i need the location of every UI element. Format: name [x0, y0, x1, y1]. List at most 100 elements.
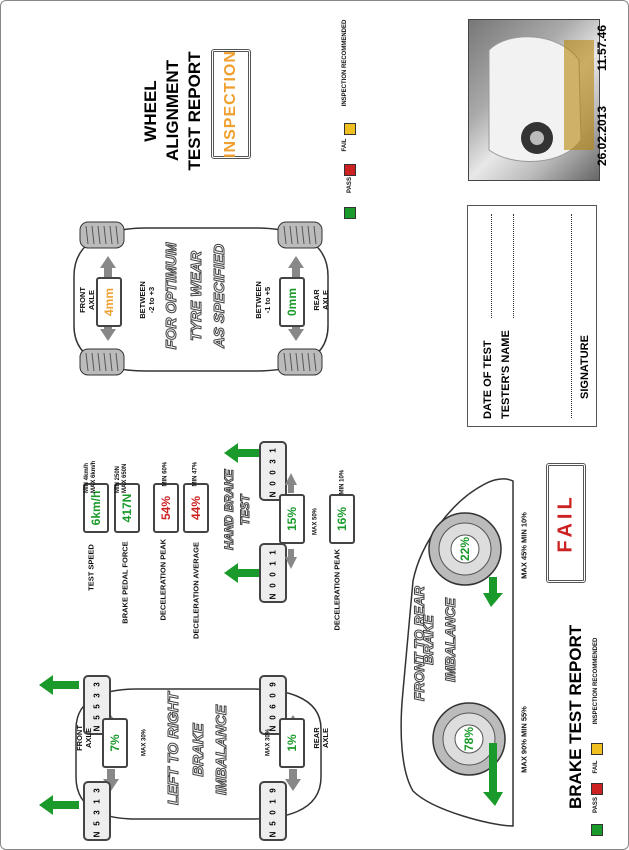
hand-value: 15%	[285, 506, 299, 532]
photo-date: 26.02.2013	[595, 105, 609, 167]
lr-title2: BRAKE	[190, 723, 208, 777]
hand-max: MAX 50%	[312, 508, 319, 536]
test-speed-label: TEST SPEED	[86, 544, 96, 591]
lr-rear-axle-label: REAR AXLE	[312, 727, 330, 749]
pedal-force-value: 417N	[120, 493, 134, 523]
counter-digit: 0	[268, 470, 278, 475]
alignment-title-line1: WHEEL	[141, 80, 160, 142]
counter-digit: 3	[92, 810, 102, 815]
tyre-front-right	[79, 348, 125, 376]
testers-name-label: TESTER'S NAME	[500, 330, 512, 419]
alignment-car-diagram	[73, 221, 329, 376]
counter-digit: 5	[92, 715, 102, 720]
decel-peak-box: 54%	[153, 483, 179, 533]
lr-arrow-fr	[39, 795, 79, 815]
decel-peak-label: DECELERATION PEAK	[158, 538, 168, 621]
fr-front-arrow	[483, 577, 503, 607]
brake-title: BRAKE TEST REPORT	[566, 624, 585, 809]
hand-value-box: 15%	[279, 494, 305, 544]
fr-front-value: 22%	[458, 536, 472, 562]
counter-digit: 5	[268, 821, 278, 826]
tyre-front-left	[79, 221, 125, 249]
test-speed-box: 6km/h	[83, 483, 109, 533]
rear-toe-box: 0mm	[279, 277, 305, 327]
hand-brake-title2: TEST	[238, 494, 253, 526]
legend-fail-swatch	[344, 164, 356, 176]
fr-title2: BRAKE	[420, 615, 437, 666]
decel-avg-value: 44%	[189, 495, 203, 521]
lr-title1: LEFT TO RIGHT	[165, 691, 183, 805]
fr-rear-value: 78%	[462, 726, 476, 752]
fr-rear-arrow	[483, 743, 503, 806]
tyre-rear-left	[277, 221, 323, 249]
counter-digit: 0	[268, 693, 278, 698]
fr-front-limits: MAX 45% MIN 10%	[519, 512, 529, 579]
fr-rear-wheel	[432, 702, 506, 776]
legend-pass-swatch	[344, 207, 356, 219]
counter-digit: 0	[268, 715, 278, 720]
counter-digit: N	[268, 593, 278, 600]
signature-field[interactable]	[571, 214, 573, 418]
test-speed-limits: MIN 4km/h MAX 6km/h	[84, 460, 97, 493]
decel-peak-limit: MIN 60%	[162, 461, 169, 487]
lr-front-axle-label: FRONT AXLE	[75, 725, 93, 751]
hand-arrow-top	[224, 443, 274, 463]
decel-avg-box: 44%	[183, 483, 209, 533]
brake-legend-inspection-label: INSPECTION RECOMMENDED	[593, 637, 599, 725]
lr-rear-box: 1%	[279, 718, 305, 768]
testers-name-field[interactable]	[513, 214, 515, 318]
date-of-test-field[interactable]	[491, 214, 493, 318]
counter-digit: 6	[268, 704, 278, 709]
slogan-line1: FOR OPTIMUM	[163, 242, 181, 350]
counter-digit: N	[92, 831, 102, 838]
counter-digit: 1	[268, 561, 278, 566]
counter-digit: N	[268, 831, 278, 838]
date-of-test-label: DATE OF TEST	[482, 340, 494, 419]
signature-form	[467, 205, 597, 427]
slogan-line3: AS SPECIFIED	[211, 243, 229, 349]
rear-toe-range: BETWEEN -1 to +5	[254, 281, 272, 319]
lr-rear-value: 1%	[285, 734, 299, 752]
lr-title3: IMBALANCE	[213, 705, 231, 796]
counter-digit: 3	[92, 693, 102, 698]
counter-digit: 3	[92, 788, 102, 793]
brake-result-box: FAIL	[546, 463, 586, 583]
tyre-rear-right	[277, 348, 323, 376]
legend-inspection-label: INSPECTION RECOMMENDED	[342, 19, 348, 107]
brake-legend-fail-swatch	[591, 783, 603, 795]
alignment-result-text: INSPECTION	[222, 50, 239, 158]
rear-axle-label: REAR AXLE	[312, 289, 330, 311]
lr-front-max: MAX 30%	[141, 729, 148, 757]
fr-front-wheel	[428, 512, 502, 586]
brake-legend-inspection-swatch	[591, 743, 603, 755]
vehicle-photo	[468, 19, 600, 181]
alignment-title-line3: TEST REPORT	[185, 51, 204, 171]
lr-rear-max: MAX 30%	[265, 729, 272, 757]
lr-front-box: 7%	[102, 718, 128, 768]
counter-digit: 3	[268, 459, 278, 464]
legend-inspection-swatch	[344, 123, 356, 135]
counter-digit: 0	[268, 810, 278, 815]
decel-peak-value: 54%	[159, 495, 173, 521]
counter-digit: 5	[92, 704, 102, 709]
counter-digit: 0	[268, 572, 278, 577]
counter-digit: 9	[268, 682, 278, 687]
front-toe-value: 4mm	[102, 287, 116, 317]
lr-front-value: 7%	[108, 734, 122, 752]
counter-digit: 1	[268, 448, 278, 453]
decel-avg-limit: MIN 47%	[192, 461, 199, 487]
hand-value-arrows	[285, 473, 297, 569]
brake-legend-pass-swatch	[591, 824, 603, 836]
counter-digit: 3	[92, 682, 102, 687]
counter-digit: 1	[268, 799, 278, 804]
slogan-line2: TYRE WEAR	[188, 251, 206, 342]
hand-brake-arrows	[224, 443, 274, 583]
hand-decel-box: 16%	[329, 494, 355, 544]
brake-legend-fail-label: FAIL	[593, 760, 599, 774]
